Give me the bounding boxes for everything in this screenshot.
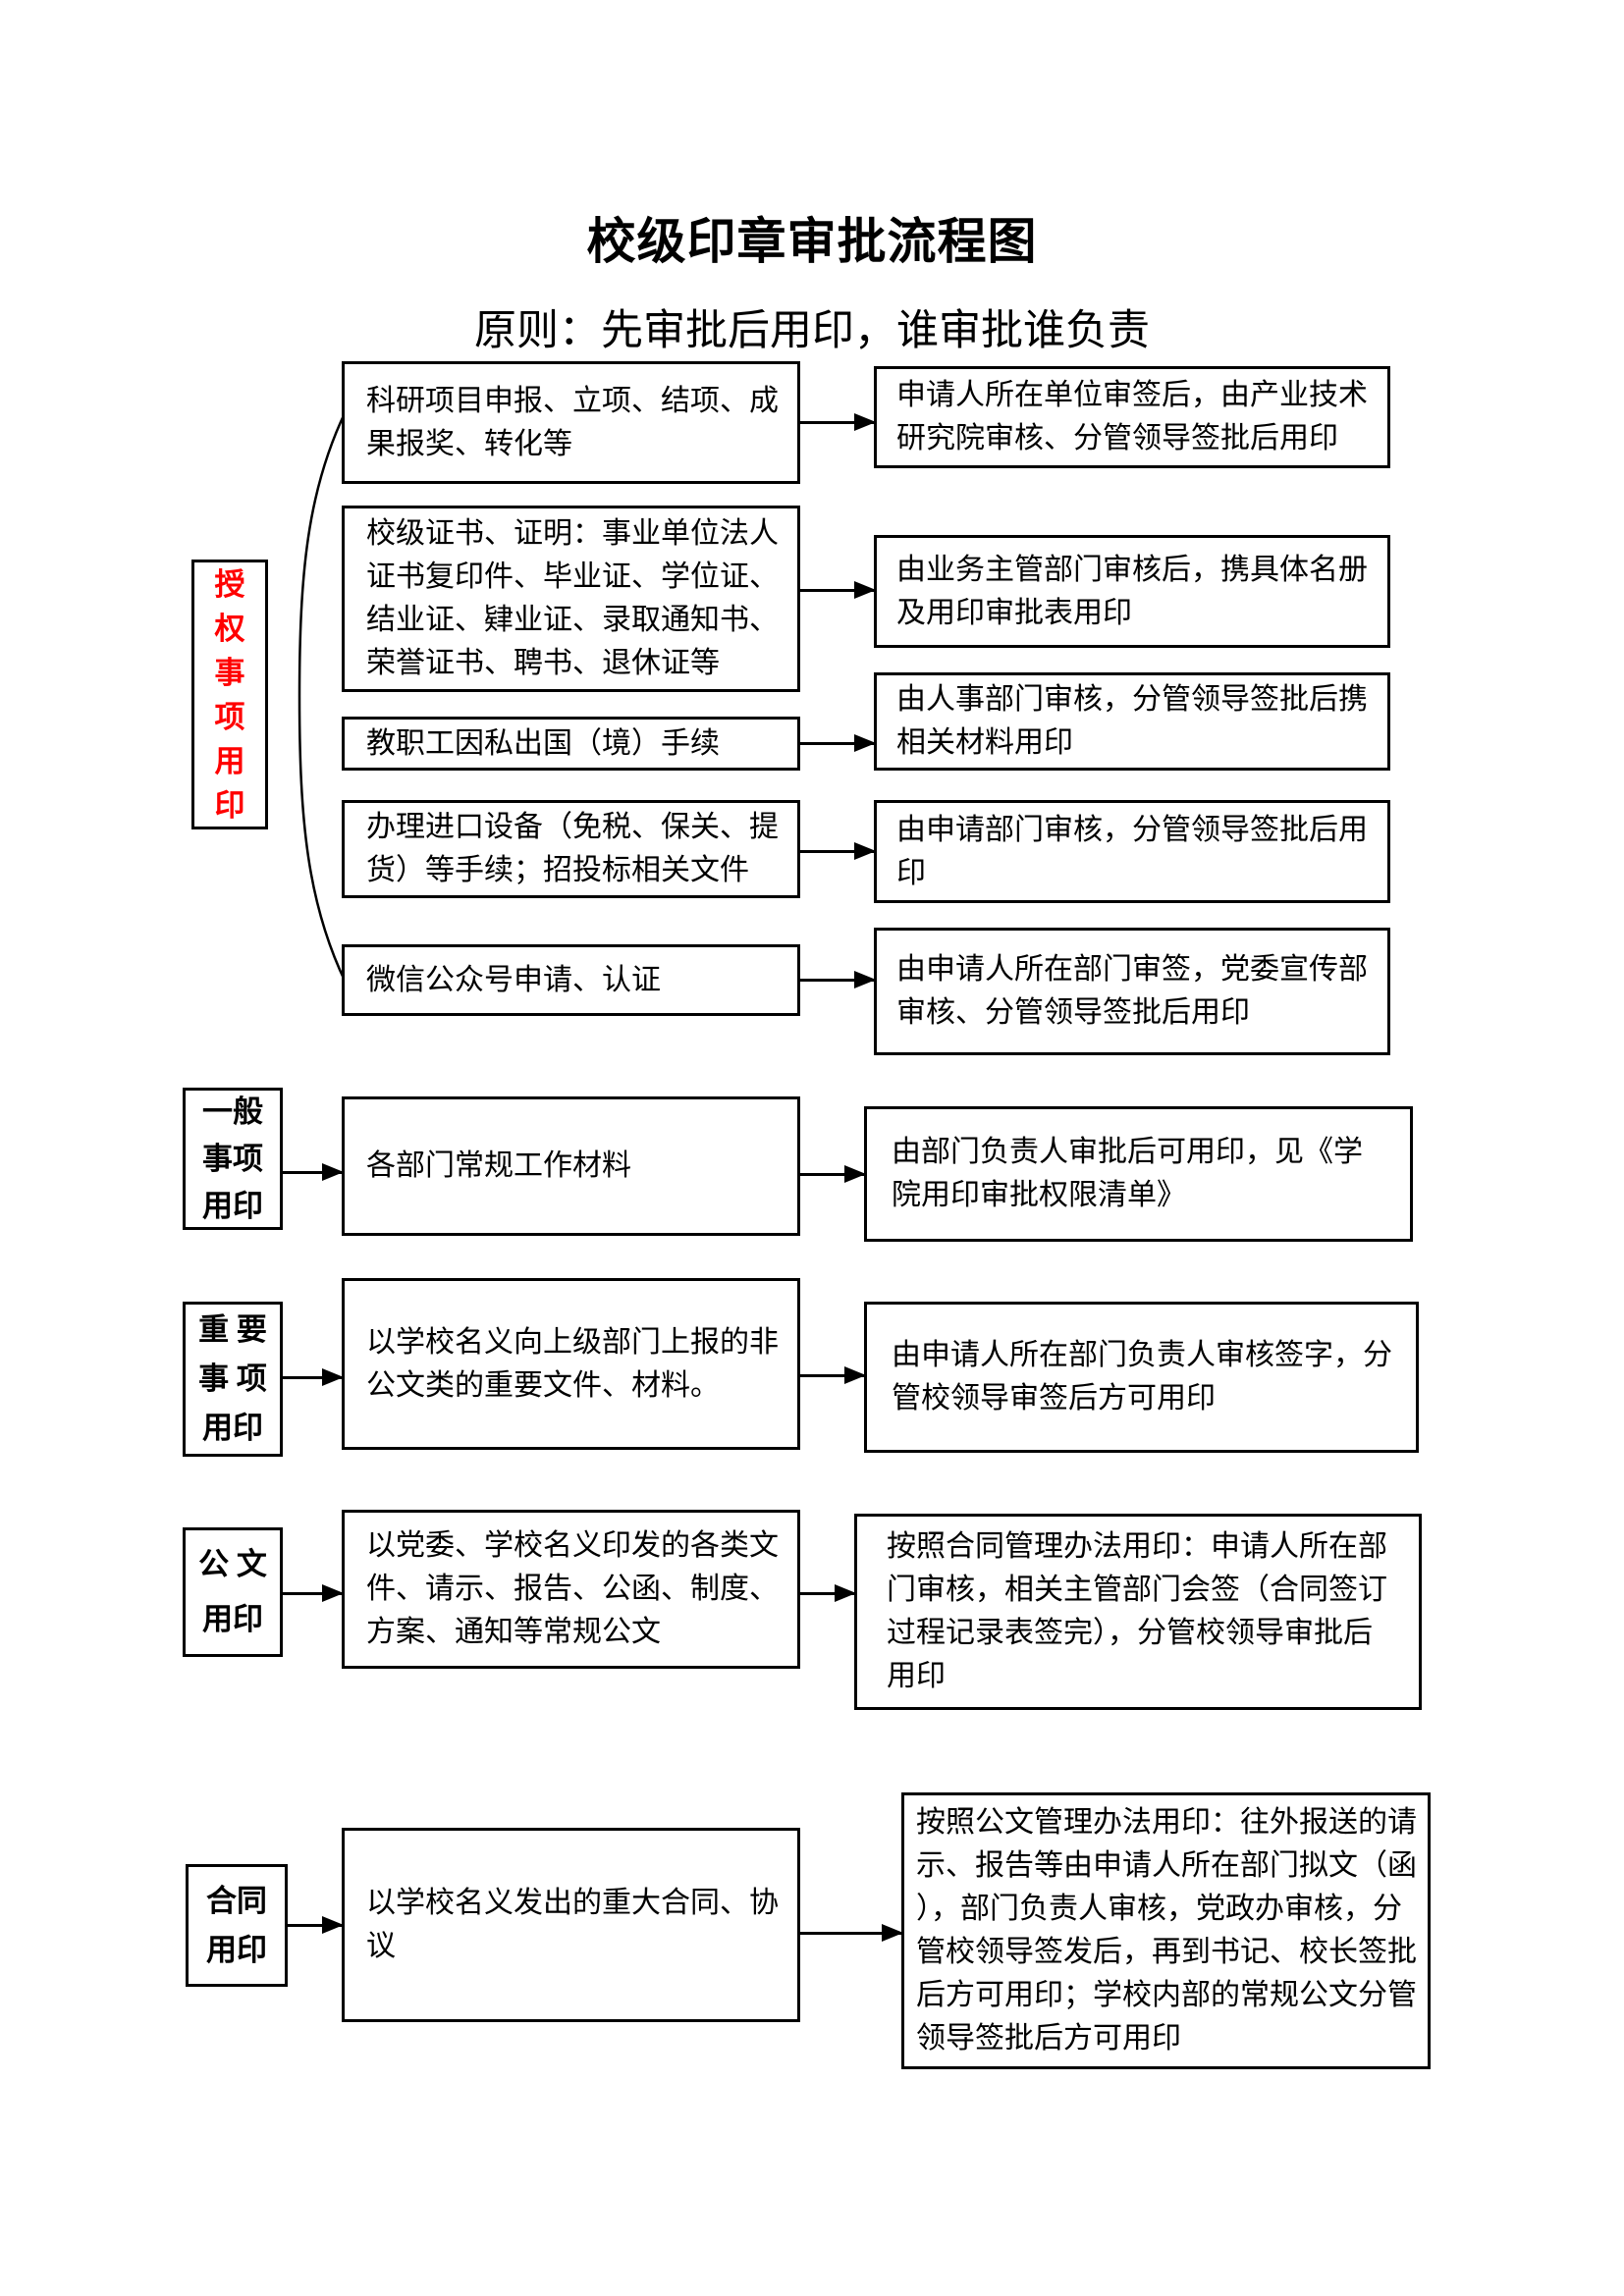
page-title: 校级印章审批流程图 — [586, 214, 1038, 269]
label-authorized-matters-text: 授 权 事 项 用 印 — [214, 566, 245, 823]
item-box-major-contracts: 以学校名义发出的重大合同、协议 — [342, 1828, 800, 2022]
process-box-routine-materials: 由部门负责人审批后可用印，见《学院用印审批权限清单》 — [864, 1106, 1413, 1242]
item-box-research-projects: 科研项目申报、立项、结项、成果报奖、转化等 — [342, 361, 800, 484]
grouping-brace — [298, 410, 348, 984]
item-box-official-documents: 以党委、学校名义印发的各类文件、请示、报告、公函、制度、方案、通知等常规公文 — [342, 1510, 800, 1669]
label-important-matters: 重 要 事 项 用印 — [183, 1302, 283, 1457]
flow-arrow — [800, 1366, 866, 1384]
process-text: 由申请部门审核，分管领导签批后用印 — [896, 813, 1368, 889]
principle-subtitle: 原则：先审批后用印，谁审批谁负责 — [474, 308, 1150, 354]
item-text: 办理进口设备（免税、保关、提货）等手续；招投标相关文件 — [366, 811, 779, 886]
item-text: 以学校名义发出的重大合同、协议 — [366, 1887, 779, 1962]
flow-arrow — [283, 1584, 344, 1602]
process-text: 由人事部门审核，分管领导签批后携相关材料用印 — [896, 683, 1368, 759]
process-text: 按照公文管理办法用印：往外报送的请示、报告等由申请人所在部门拟文（函），部门负责… — [916, 1806, 1417, 2055]
item-text: 以学校名义向上级部门上报的非公文类的重要文件、材料。 — [366, 1325, 779, 1402]
label-general-matters: 一般 事项 用印 — [183, 1088, 283, 1230]
flow-arrow — [800, 581, 876, 599]
label-contract: 合同 用印 — [186, 1864, 288, 1987]
label-text: 合同 用印 — [206, 1883, 267, 1967]
process-box-import-equipment: 由申请部门审核，分管领导签批后用印 — [874, 800, 1390, 903]
process-text: 申请人所在单位审签后，由产业技术研究院审核、分管领导签批后用印 — [896, 379, 1368, 454]
flow-arrow — [800, 1584, 856, 1602]
item-text: 各部门常规工作材料 — [366, 1149, 631, 1182]
process-text: 由申请人所在部门负责人审核签字，分管校领导审签后方可用印 — [892, 1339, 1392, 1415]
label-text: 重 要 事 项 用印 — [198, 1312, 267, 1445]
item-text: 微信公众号申请、认证 — [366, 963, 661, 996]
process-text: 由申请人所在部门审签，党委宣传部审核、分管领导签批后用印 — [896, 953, 1368, 1029]
process-box-certificates: 由业务主管部门审核后，携具体名册及用印审批表用印 — [874, 535, 1390, 648]
process-box-important-files: 由申请人所在部门负责人审核签字，分管校领导审签后方可用印 — [864, 1302, 1419, 1453]
item-text: 教职工因私出国（境）手续 — [366, 726, 720, 760]
process-box-abroad-procedures: 由人事部门审核，分管领导签批后携相关材料用印 — [874, 672, 1390, 771]
item-box-routine-materials: 各部门常规工作材料 — [342, 1096, 800, 1236]
process-box-official-documents: 按照合同管理办法用印：申请人所在部门审核，相关主管部门会签（合同签订过程记录表签… — [854, 1514, 1422, 1710]
flow-arrow — [283, 1368, 344, 1386]
flow-arrow — [800, 413, 876, 431]
flow-arrow — [283, 1163, 344, 1181]
flow-arrow — [288, 1916, 344, 1934]
flow-arrow — [800, 842, 876, 860]
item-box-certificates: 校级证书、证明：事业单位法人证书复印件、毕业证、学位证、结业证、肄业证、录取通知… — [342, 506, 800, 692]
item-box-abroad-procedures: 教职工因私出国（境）手续 — [342, 717, 800, 771]
label-official-document: 公 文 用印 — [183, 1527, 283, 1657]
label-authorized-matters: 授 权 事 项 用 印 — [191, 560, 268, 829]
flow-arrow — [800, 971, 876, 988]
process-text: 由部门负责人审批后可用印，见《学院用印审批权限清单》 — [892, 1136, 1363, 1211]
process-box-research-projects: 申请人所在单位审签后，由产业技术研究院审核、分管领导签批后用印 — [874, 366, 1390, 468]
item-box-wechat-account: 微信公众号申请、认证 — [342, 944, 800, 1016]
flow-arrow — [800, 1924, 903, 1942]
item-text: 科研项目申报、立项、结项、成果报奖、转化等 — [366, 384, 779, 460]
label-text: 公 文 用印 — [198, 1547, 267, 1636]
flow-arrow — [800, 1165, 866, 1183]
process-text: 由业务主管部门审核后，携具体名册及用印审批表用印 — [896, 553, 1368, 629]
item-text: 校级证书、证明：事业单位法人证书复印件、毕业证、学位证、结业证、肄业证、录取通知… — [366, 517, 779, 679]
flow-arrow — [800, 734, 876, 752]
process-box-major-contracts: 按照公文管理办法用印：往外报送的请示、报告等由申请人所在部门拟文（函），部门负责… — [901, 1792, 1431, 2069]
item-text: 以党委、学校名义印发的各类文件、请示、报告、公函、制度、方案、通知等常规公文 — [366, 1529, 779, 1648]
item-box-import-equipment: 办理进口设备（免税、保关、提货）等手续；招投标相关文件 — [342, 800, 800, 898]
item-box-important-files: 以学校名义向上级部门上报的非公文类的重要文件、材料。 — [342, 1278, 800, 1450]
process-box-wechat-account: 由申请人所在部门审签，党委宣传部审核、分管领导签批后用印 — [874, 928, 1390, 1055]
process-text: 按照合同管理办法用印：申请人所在部门审核，相关主管部门会签（合同签订过程记录表签… — [887, 1530, 1387, 1692]
label-text: 一般 事项 用印 — [202, 1094, 263, 1223]
